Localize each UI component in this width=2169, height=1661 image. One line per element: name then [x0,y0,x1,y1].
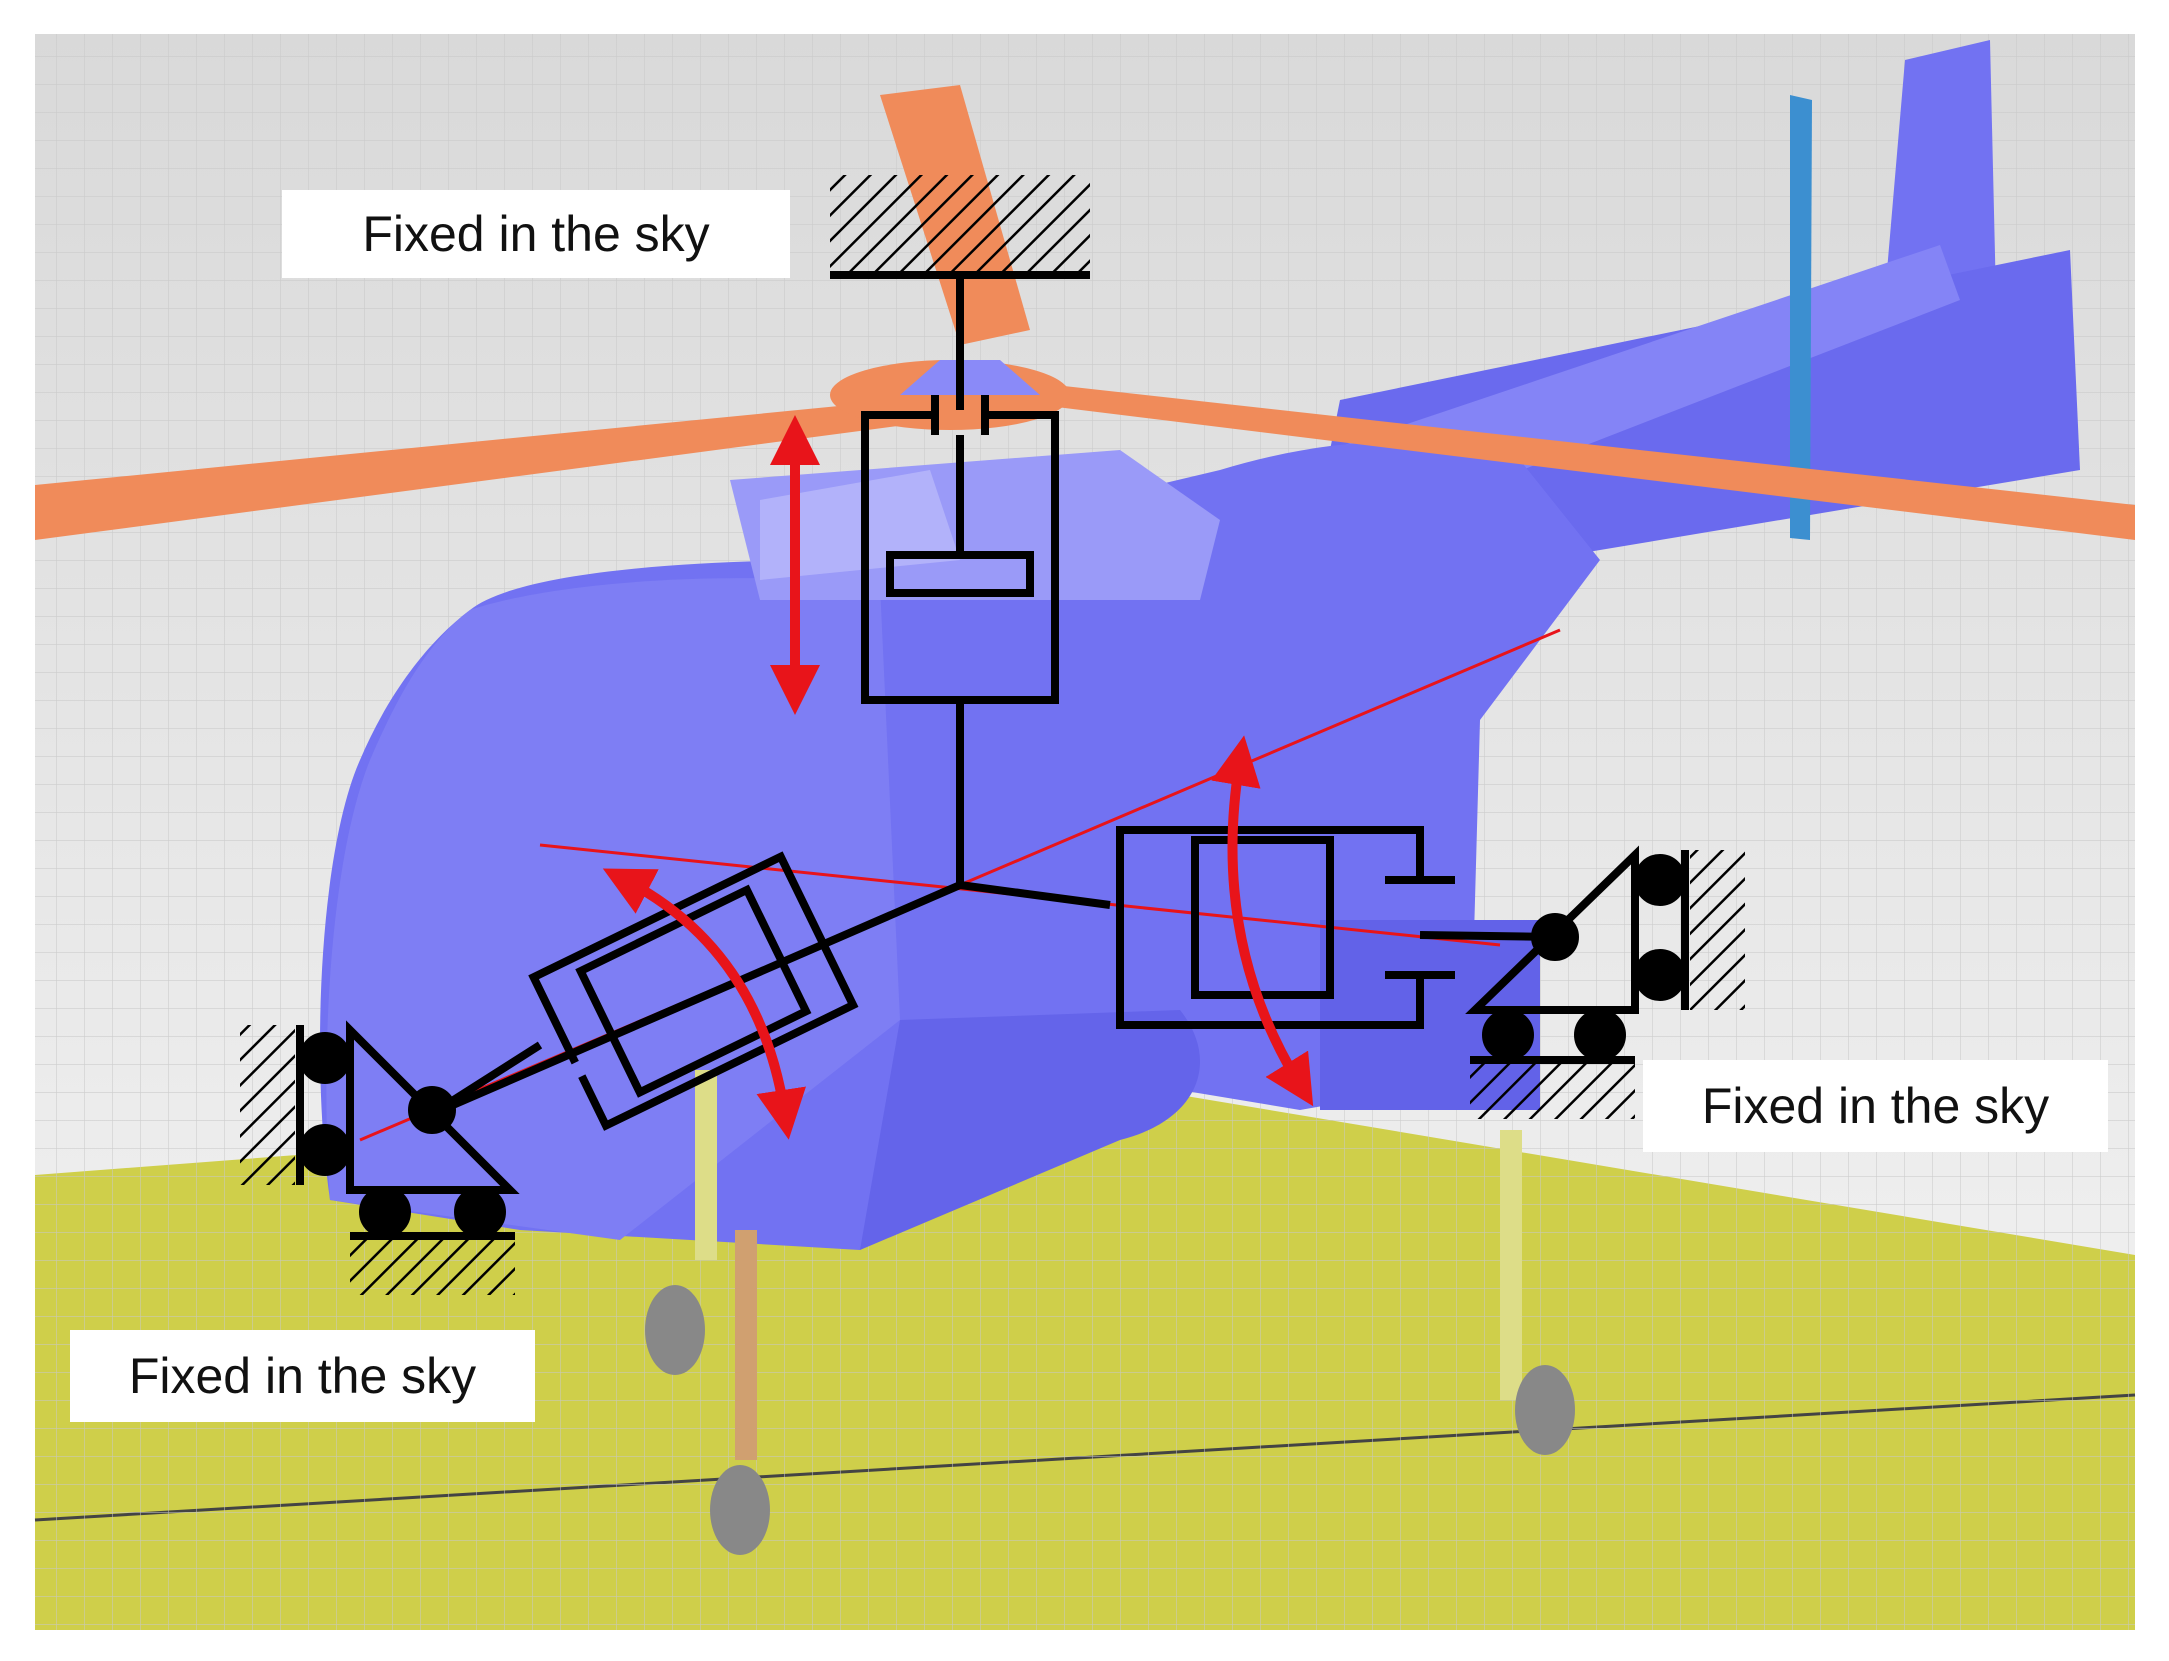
right-wall-hatch [1690,850,1745,1010]
kinematic-mechanism [240,175,1745,1295]
left-rotation-arrow [602,868,806,1140]
motion-arrows [602,415,1314,1140]
right-floor-hatch [1470,1064,1635,1119]
label-left-fixed-in-sky: Fixed in the sky [70,1330,535,1422]
label-top-fixed-in-sky: Fixed in the sky [282,190,790,278]
right-rotation-arrow [1211,735,1314,1107]
top-ground-hatch [830,175,1090,275]
label-right-fixed-in-sky: Fixed in the sky [1643,1060,2108,1152]
left-floor-hatch [350,1240,515,1295]
left-wall-hatch [240,1025,295,1185]
main-rotor [35,85,2135,540]
